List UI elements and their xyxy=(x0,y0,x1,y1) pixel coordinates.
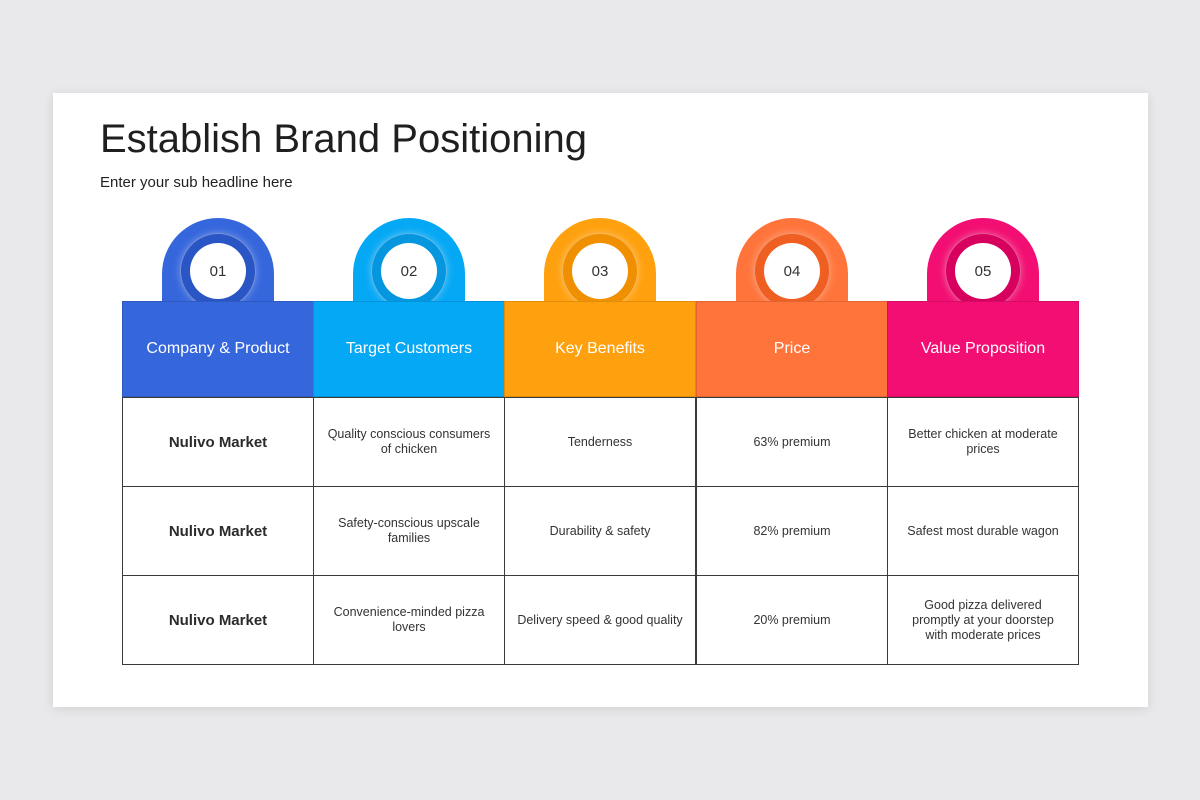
column-tab: 03 xyxy=(544,218,656,309)
column-price: 04 Price 63% premium 82% premium 20% pre… xyxy=(696,218,888,666)
page-subtitle: Enter your sub headline here xyxy=(100,174,293,191)
table-cell: Nulivo Market xyxy=(122,397,314,487)
table-cell: 20% premium xyxy=(696,575,888,665)
column-company-product: 01 Company & Product Nulivo Market Nuliv… xyxy=(122,218,314,666)
column-tab: 01 xyxy=(162,218,274,309)
column-value-proposition: 05 Value Proposition Better chicken at m… xyxy=(887,218,1079,666)
table-cell: Quality conscious consumers of chicken xyxy=(313,397,505,487)
table-cell: Nulivo Market xyxy=(122,486,314,576)
column-number: 01 xyxy=(190,243,246,299)
table-cell: 63% premium xyxy=(696,397,888,487)
column-number: 03 xyxy=(572,243,628,299)
column-header: Key Benefits xyxy=(504,301,696,397)
table-cell: Delivery speed & good quality xyxy=(504,575,696,665)
column-tab: 02 xyxy=(353,218,465,309)
column-tab: 05 xyxy=(927,218,1039,309)
column-key-benefits: 03 Key Benefits Tenderness Durability & … xyxy=(504,218,696,666)
page-title: Establish Brand Positioning xyxy=(100,117,587,161)
table-cell: Better chicken at moderate prices xyxy=(887,397,1079,487)
table-cell: 82% premium xyxy=(696,486,888,576)
column-header: Value Proposition xyxy=(887,301,1079,397)
table-cell: Tenderness xyxy=(504,397,696,487)
column-header: Price xyxy=(696,301,888,397)
table-cell: Nulivo Market xyxy=(122,575,314,665)
table-cell: Safest most durable wagon xyxy=(887,486,1079,576)
table-cell: Durability & safety xyxy=(504,486,696,576)
column-header: Target Customers xyxy=(313,301,505,397)
column-header: Company & Product xyxy=(122,301,314,397)
positioning-table: 01 Company & Product Nulivo Market Nuliv… xyxy=(122,218,1079,666)
column-number: 04 xyxy=(764,243,820,299)
column-number: 05 xyxy=(955,243,1011,299)
table-cell: Safety-conscious upscale families xyxy=(313,486,505,576)
table-cell: Convenience-minded pizza lovers xyxy=(313,575,505,665)
column-target-customers: 02 Target Customers Quality conscious co… xyxy=(313,218,505,666)
column-number: 02 xyxy=(381,243,437,299)
table-cell: Good pizza delivered promptly at your do… xyxy=(887,575,1079,665)
column-tab: 04 xyxy=(736,218,848,309)
slide: Establish Brand Positioning Enter your s… xyxy=(53,93,1148,707)
